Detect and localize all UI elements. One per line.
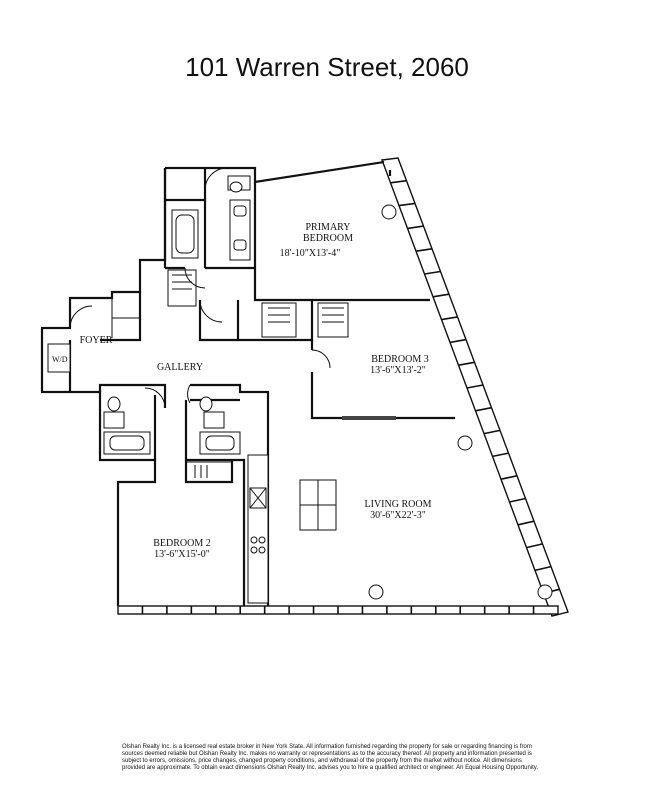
- foyer-label: FOYER: [80, 335, 113, 346]
- window-mullion: [492, 452, 509, 458]
- bedroom2-closet: [186, 461, 232, 478]
- bedroom3-label: BEDROOM 3: [371, 354, 429, 365]
- window-mullion: [509, 497, 526, 503]
- kitchen-counter: [247, 454, 269, 604]
- kitchen-island: [299, 479, 337, 531]
- foyer-closet: [111, 298, 140, 338]
- window-mullion: [424, 270, 441, 275]
- window-mullion: [390, 179, 407, 184]
- window-mullion: [398, 202, 416, 207]
- primary-bedroom-label-line1: PRIMARY: [305, 222, 350, 233]
- window-mullion: [526, 543, 543, 549]
- window-wall-bottom: [117, 605, 559, 615]
- bedroom2-walls: [153, 395, 246, 606]
- window-wall-diagonal: [381, 157, 569, 617]
- door-swings: [69, 267, 331, 409]
- bottom-window-mullions: [141, 606, 535, 614]
- window-mullions: [390, 179, 560, 594]
- exterior-walls: [40, 160, 392, 606]
- living-room-dimensions: 30'-6"X22'-3": [370, 510, 426, 521]
- window-mullion: [458, 361, 475, 366]
- bedroom3-walls: [310, 340, 455, 420]
- window-mullion: [534, 565, 552, 572]
- column: [537, 584, 553, 600]
- window-mullion: [483, 429, 501, 435]
- bedroom3-dimensions: 13'-6"X13'-2": [370, 365, 426, 376]
- bath2-fixtures: [103, 396, 151, 455]
- column: [381, 204, 397, 220]
- primary-bath-fixtures: [171, 167, 251, 261]
- washer-dryer-closet: [47, 343, 71, 373]
- closets: [167, 269, 349, 338]
- window-mullion: [466, 384, 484, 389]
- window-mullion: [415, 248, 433, 252]
- window-mullion: [407, 225, 424, 230]
- primary-bedroom-label-line2: BEDROOM: [303, 233, 353, 244]
- listing-title: 101 Warren Street, 2060: [185, 52, 469, 82]
- gallery-label: GALLERY: [157, 362, 203, 373]
- window-mullion: [449, 338, 467, 344]
- closet-bar: [342, 416, 396, 420]
- living-room-label: LIVING ROOM: [365, 499, 432, 510]
- window-mullion: [475, 406, 492, 412]
- window-mullion: [432, 293, 450, 298]
- bedroom2-dimensions: 13'-6"X15'-0": [154, 549, 210, 560]
- window-mullion: [441, 316, 458, 321]
- bedroom2-label: BEDROOM 2: [153, 538, 211, 549]
- legal-disclaimer: Olshan Realty Inc. is a licensed real es…: [122, 744, 539, 771]
- washer-dryer-label: W/D: [52, 355, 68, 364]
- column: [368, 584, 384, 600]
- window-mullion: [517, 520, 535, 526]
- column: [457, 435, 473, 451]
- primary-bedroom-dimensions: 18'-10"X13'-4": [280, 248, 341, 259]
- bath3-fixtures: [199, 396, 241, 455]
- window-mullion: [500, 475, 518, 480]
- primary-bedroom-walls: [236, 268, 430, 342]
